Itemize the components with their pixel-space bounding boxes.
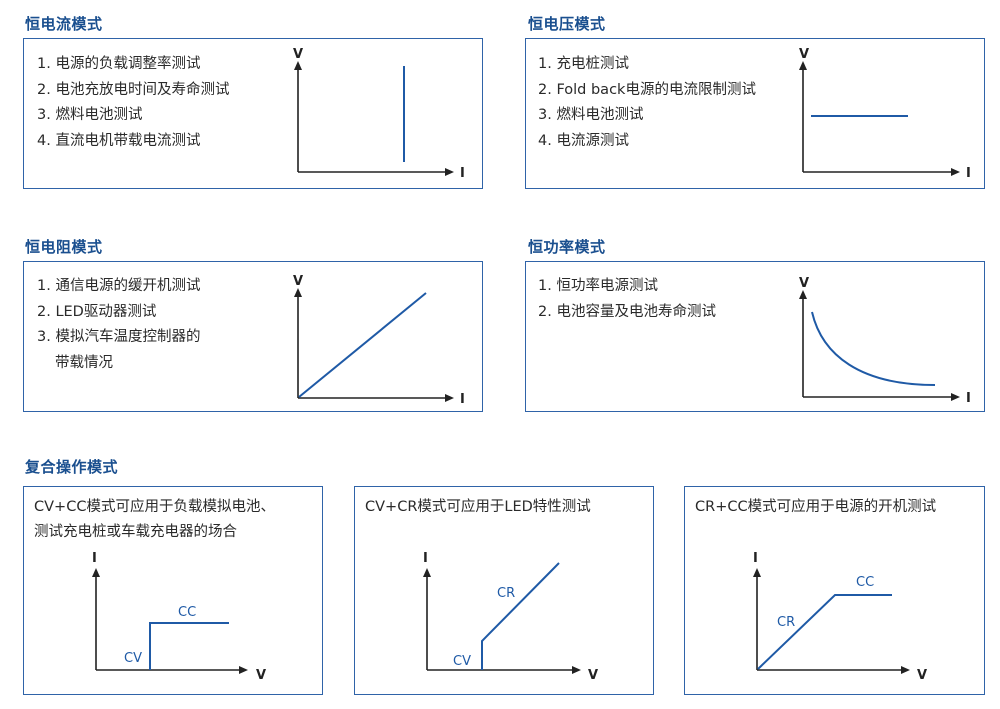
y-axis-arrow-icon xyxy=(753,568,761,577)
axis-label-y: V xyxy=(799,47,809,62)
cv-cr-description: CV+CR模式可应用于LED特性测试 xyxy=(365,495,591,520)
cp-mode-title: 恒功率模式 xyxy=(528,238,606,256)
cc-mode-panel: 1. 电源的负载调整率测试 2. 电池充放电时间及寿命测试 3. 燃料电池测试 … xyxy=(23,38,483,189)
x-axis-arrow-icon xyxy=(445,394,454,402)
axis-label-x: I xyxy=(966,166,971,181)
cr-mode-title: 恒电阻模式 xyxy=(25,238,103,256)
y-axis-arrow-icon xyxy=(423,568,431,577)
axis-label-y: V xyxy=(799,276,809,291)
list-item: 3. 燃料电池测试 xyxy=(538,107,644,123)
axis-label-x: V xyxy=(917,668,927,683)
cr-cc-description: CR+CC模式可应用于电源的开机测试 xyxy=(695,495,936,520)
x-axis-arrow-icon xyxy=(901,666,910,674)
axis-label-y: I xyxy=(423,551,428,566)
list-item: 3. 燃料电池测试 xyxy=(37,107,143,123)
x-axis-arrow-icon xyxy=(951,393,960,401)
description-line: CV+CR模式可应用于LED特性测试 xyxy=(365,499,591,515)
list-item: 2. Fold back电源的电流限制测试 xyxy=(538,81,756,98)
cp-use-list: 1. 恒功率电源测试 2. 电池容量及电池寿命测试 xyxy=(538,274,716,325)
x-axis-arrow-icon xyxy=(445,168,454,176)
list-item: 3. 模拟汽车温度控制器的 xyxy=(37,329,201,345)
cr-mode-panel: 1. 通信电源的缓开机测试 2. LED驱动器测试 3. 模拟汽车温度控制器的 … xyxy=(23,261,483,412)
list-item: 1. 通信电源的缓开机测试 xyxy=(37,278,201,294)
axis-label-y: I xyxy=(92,551,97,566)
list-item: 带载情况 xyxy=(55,354,113,371)
x-axis-arrow-icon xyxy=(239,666,248,674)
cv-mode-title: 恒电压模式 xyxy=(528,15,606,33)
axis-label-x: V xyxy=(256,668,266,683)
cv-cc-description: CV+CC模式可应用于负载模拟电池、 测试充电桩或车载充电器的场合 xyxy=(34,495,275,545)
y-axis-arrow-icon xyxy=(294,61,302,70)
curve-label-cr: CR xyxy=(497,586,515,601)
cc-use-list: 1. 电源的负载调整率测试 2. 电池充放电时间及寿命测试 3. 燃料电池测试 … xyxy=(37,52,229,154)
x-axis-arrow-icon xyxy=(951,168,960,176)
list-item: 2. LED驱动器测试 xyxy=(37,303,157,320)
cv-cc-panel: CV+CC模式可应用于负载模拟电池、 测试充电桩或车载充电器的场合 xyxy=(23,486,323,695)
y-axis-arrow-icon xyxy=(294,288,302,297)
y-axis-arrow-icon xyxy=(92,568,100,577)
cp-curve xyxy=(811,311,936,386)
combo-mode-title: 复合操作模式 xyxy=(25,458,119,476)
description-line: 测试充电桩或车载充电器的场合 xyxy=(34,524,237,540)
cv-cc-curve xyxy=(149,622,229,670)
axis-label-x: I xyxy=(460,166,465,181)
cr-cc-panel: CR+CC模式可应用于电源的开机测试 xyxy=(684,486,985,695)
axis-label-y: I xyxy=(753,551,758,566)
description-line: CR+CC模式可应用于电源的开机测试 xyxy=(695,499,937,515)
cv-use-list: 1. 充电桩测试 2. Fold back电源的电流限制测试 3. 燃料电池测试… xyxy=(538,52,756,154)
cp-mode-panel: 1. 恒功率电源测试 2. 电池容量及电池寿命测试 xyxy=(525,261,985,412)
list-item: 1. 恒功率电源测试 xyxy=(538,278,658,294)
cv-cr-curve xyxy=(481,562,560,670)
cv-cr-panel: CV+CR模式可应用于LED特性测试 xyxy=(354,486,654,695)
axis-label-x: V xyxy=(588,668,598,683)
axis-label-y: V xyxy=(293,47,303,62)
y-axis-arrow-icon xyxy=(799,61,807,70)
list-item: 1. 电源的负载调整率测试 xyxy=(37,56,201,72)
cr-use-list: 1. 通信电源的缓开机测试 2. LED驱动器测试 3. 模拟汽车温度控制器的 … xyxy=(37,274,200,376)
curve-label-cc: CC xyxy=(856,575,874,590)
cr-cc-curve xyxy=(757,594,892,670)
axis-label-y: V xyxy=(293,274,303,289)
curve-label-cr: CR xyxy=(777,615,795,630)
cr-curve xyxy=(298,292,427,398)
curve-label-cc: CC xyxy=(178,605,196,620)
curve-label-cv: CV xyxy=(453,654,471,669)
cc-mode-title: 恒电流模式 xyxy=(25,15,103,33)
list-item: 2. 电池容量及电池寿命测试 xyxy=(538,303,716,320)
axis-label-x: I xyxy=(966,391,971,406)
list-item: 4. 电流源测试 xyxy=(538,132,629,149)
list-item: 2. 电池充放电时间及寿命测试 xyxy=(37,81,230,98)
y-axis-arrow-icon xyxy=(799,290,807,299)
axis-label-x: I xyxy=(460,392,465,407)
list-item: 4. 直流电机带载电流测试 xyxy=(37,132,201,149)
x-axis-arrow-icon xyxy=(572,666,581,674)
cv-mode-panel: 1. 充电桩测试 2. Fold back电源的电流限制测试 3. 燃料电池测试… xyxy=(525,38,985,189)
curve-label-cv: CV xyxy=(124,651,142,666)
description-line: CV+CC模式可应用于负载模拟电池、 xyxy=(34,499,275,515)
list-item: 1. 充电桩测试 xyxy=(538,56,629,72)
